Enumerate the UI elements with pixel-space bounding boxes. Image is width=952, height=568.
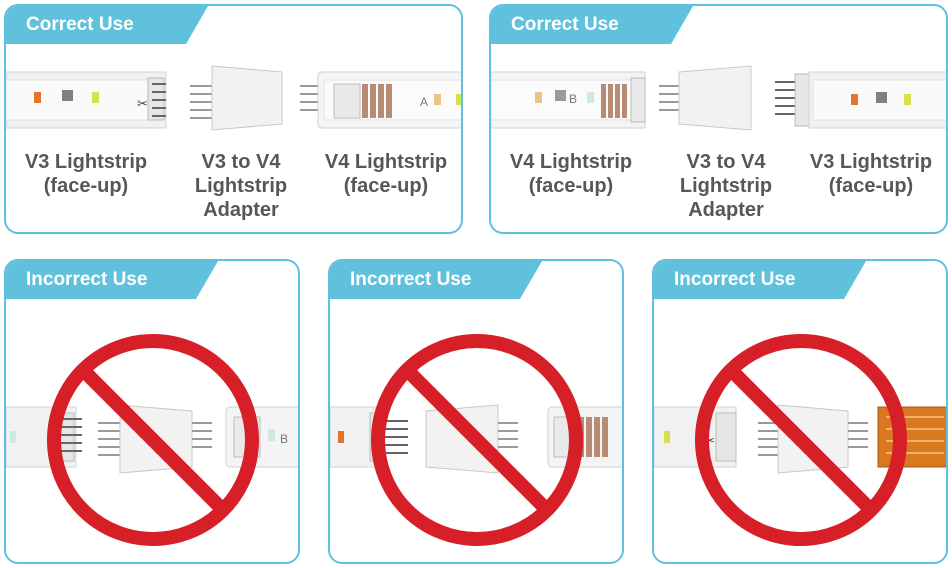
v3-lightstrip-image: ✂	[654, 406, 737, 468]
prohibited-icon	[695, 334, 907, 546]
svg-text:✂: ✂	[137, 97, 148, 112]
v3-lightstrip-image	[330, 406, 408, 468]
v4-lightstrip-image	[547, 406, 622, 468]
correct-use-panel-2: B	[489, 4, 948, 234]
v4-lightstrip-label: V4 Lightstrip (face-up)	[324, 151, 448, 197]
v3-lightstrip-image	[775, 71, 946, 129]
incorrect-diagram-3: ✂	[654, 334, 946, 546]
incorrect-diagram-2	[330, 334, 622, 546]
adapter-label: V3 to V4 Lightstrip Adapter	[679, 151, 773, 221]
v4-lightstrip-label: V4 Lightstrip (face-up)	[509, 151, 633, 197]
orange-flex-strip-image	[877, 406, 946, 468]
connection-diagram-2: B	[491, 65, 946, 131]
svg-text:B: B	[569, 92, 577, 106]
correct-use-tab-1: Correct Use	[6, 6, 208, 44]
v4-lightstrip-image: B	[491, 71, 646, 129]
v4-lightstrip-image: A	[317, 71, 461, 129]
incorrect-use-tab-1: Incorrect Use	[6, 261, 218, 299]
v3-lightstrip-label: V3 Lightstrip (face-up)	[809, 151, 933, 197]
v3-to-v4-adapter-image	[190, 65, 318, 131]
incorrect-use-tab-2: Incorrect Use	[330, 261, 542, 299]
incorrect-use-panel-2: Incorrect Use	[328, 259, 624, 564]
adapter-label: V3 to V4 Lightstrip Adapter	[194, 151, 288, 221]
v3-to-v4-adapter-image	[659, 65, 752, 131]
v3-to-v4-adapter-image	[425, 404, 518, 474]
correct-use-panel-1: ✂ A Cor	[4, 4, 463, 234]
correct-use-tab-2: Correct Use	[491, 6, 693, 44]
v4-lightstrip-image: B	[225, 406, 298, 468]
prohibited-icon	[47, 334, 259, 546]
svg-text:B: B	[280, 432, 288, 446]
prohibited-icon	[371, 334, 583, 546]
v3-lightstrip-label: V3 Lightstrip (face-up)	[24, 151, 148, 197]
incorrect-use-panel-1: B Incorrect Use	[4, 259, 300, 564]
incorrect-use-panel-3: ✂ Incorrect Use	[652, 259, 948, 564]
v3-lightstrip-image: ✂	[6, 71, 167, 129]
v3-to-v4-adapter-image	[758, 404, 868, 474]
incorrect-diagram-1: B	[6, 334, 298, 546]
incorrect-use-tab-3: Incorrect Use	[654, 261, 866, 299]
connection-diagram-1: ✂ A	[6, 65, 461, 131]
svg-text:✂: ✂	[704, 434, 715, 449]
v3-lightstrip-image	[6, 406, 82, 468]
svg-text:A: A	[420, 95, 428, 109]
